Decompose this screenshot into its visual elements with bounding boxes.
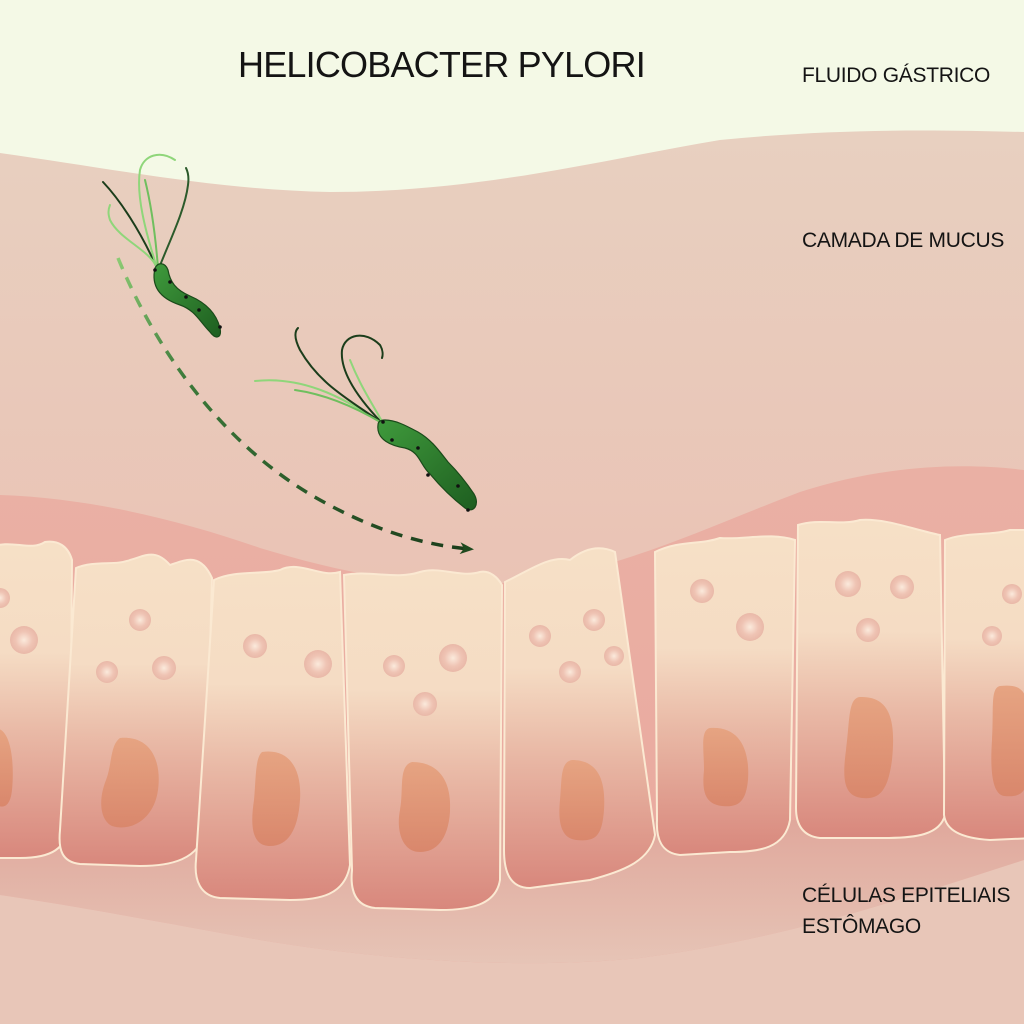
submucosa-lower xyxy=(0,860,1024,1024)
bacterium-body-2 xyxy=(377,419,477,511)
h-pylori-bacterium-1 xyxy=(102,153,222,338)
cell-nuclei xyxy=(0,685,1024,852)
cell-6 xyxy=(653,535,797,857)
diagram-title: HELICOBACTER PYLORI xyxy=(238,44,646,85)
label-epithelial-cells: CÉLULAS EPITELIAIS ESTÔMAGO xyxy=(802,880,1011,942)
h-pylori-bacterium-2 xyxy=(254,327,477,512)
flagella-1 xyxy=(102,153,190,269)
secretory-vesicles xyxy=(0,571,1022,716)
label-gastric-fluid: FLUIDO GÁSTRICO xyxy=(802,64,991,87)
cell-2 xyxy=(58,553,214,868)
cell-4 xyxy=(342,569,504,912)
label-epithelial-cells-line2: ESTÔMAGO xyxy=(802,915,921,938)
label-mucus-layer: CAMADA DE MUCUS xyxy=(802,229,1005,252)
cell-7 xyxy=(794,518,947,839)
cell-1 xyxy=(0,540,74,859)
movement-path-arrow xyxy=(116,257,474,555)
cell-3 xyxy=(194,565,352,902)
label-epithelial-cells-line1: CÉLULAS EPITELIAIS xyxy=(802,884,1011,907)
flagella-2 xyxy=(254,327,384,424)
